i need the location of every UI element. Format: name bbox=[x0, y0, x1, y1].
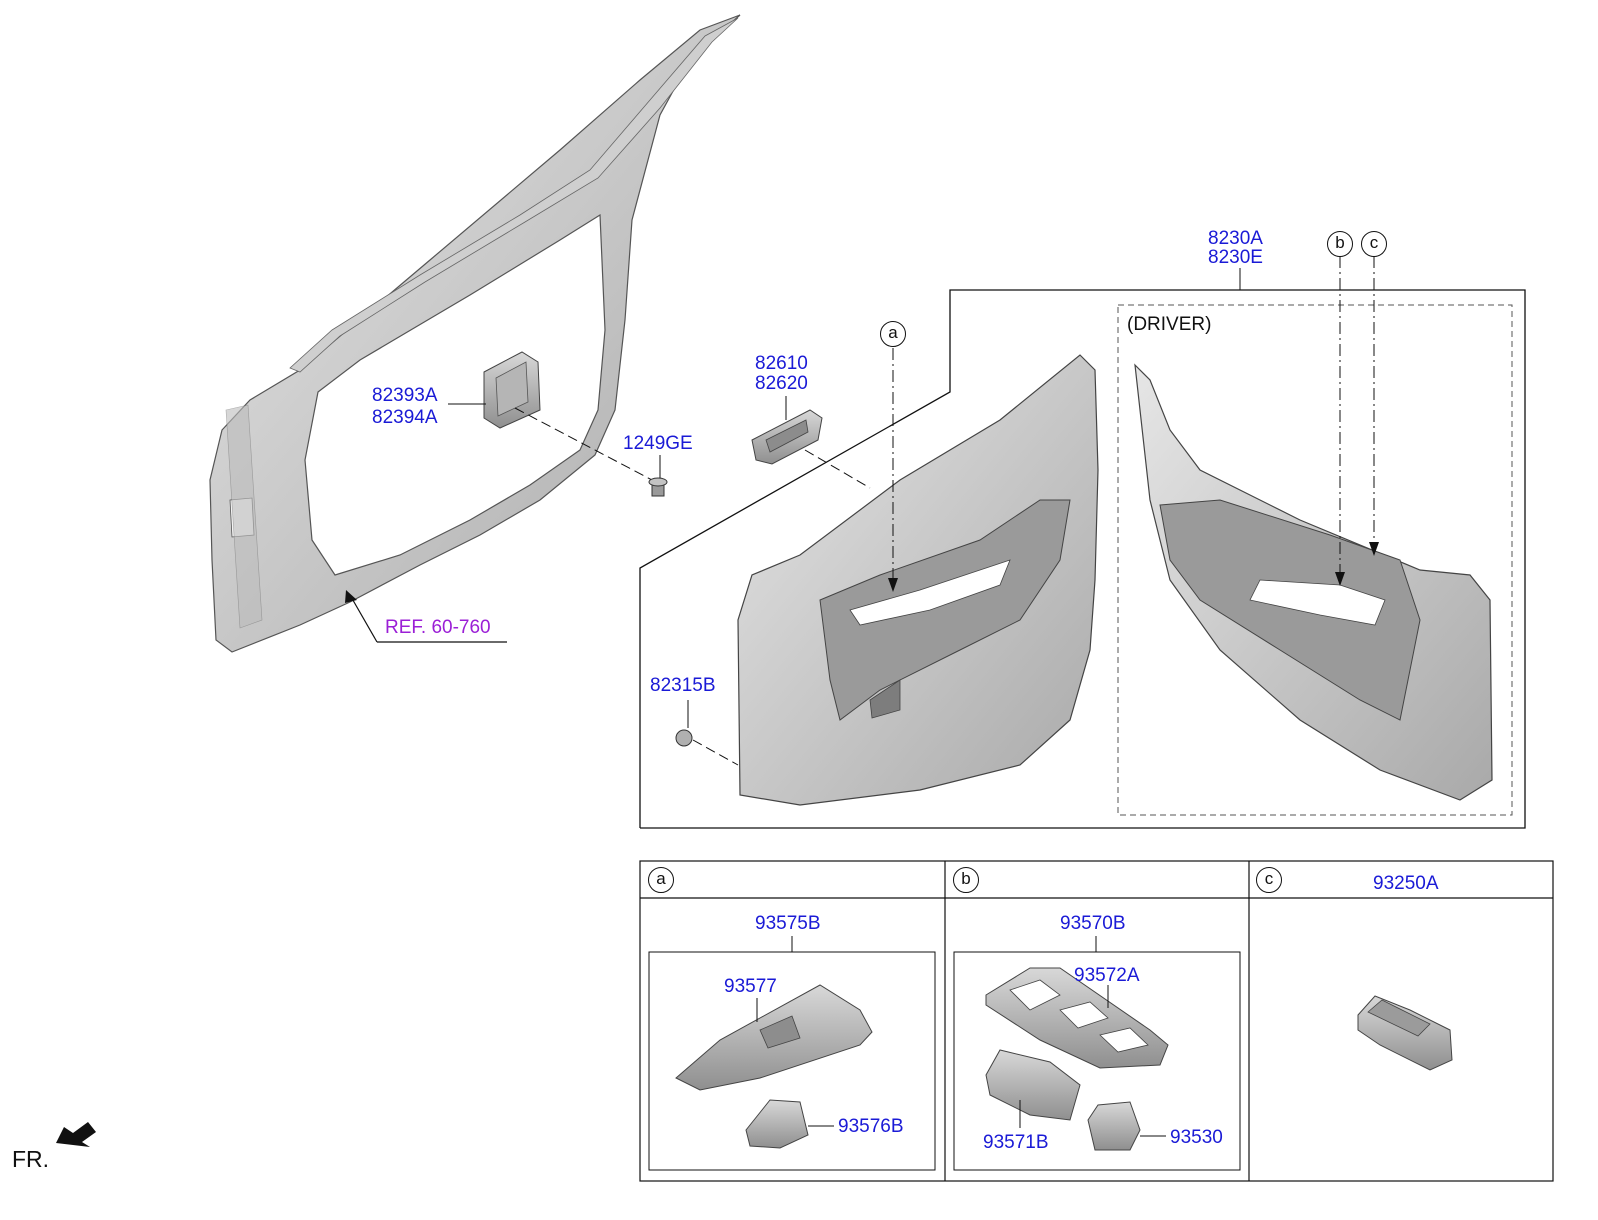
door-trim-panel bbox=[737, 354, 1099, 806]
callout-a: a bbox=[880, 321, 906, 347]
part-number-93575b[interactable]: 93575B bbox=[755, 913, 821, 934]
table-key-b: b bbox=[953, 867, 979, 893]
window-switch-panel-a bbox=[675, 984, 873, 1149]
part-number-93530[interactable]: 93530 bbox=[1170, 1127, 1223, 1148]
door-inner-panel bbox=[209, 14, 741, 653]
callout-b: b bbox=[1327, 231, 1353, 257]
door-trim-panel-driver bbox=[1134, 363, 1493, 801]
part-number-82610[interactable]: 82610 bbox=[755, 353, 808, 374]
part-number-93572a[interactable]: 93572A bbox=[1074, 965, 1140, 986]
part-number-82620[interactable]: 82620 bbox=[755, 373, 808, 394]
driver-label: (DRIVER) bbox=[1127, 314, 1212, 335]
inside-handle-part bbox=[751, 409, 823, 465]
part-number-93577[interactable]: 93577 bbox=[724, 976, 777, 997]
part-number-8230e[interactable]: 8230E bbox=[1208, 247, 1263, 268]
front-direction-arrow-icon bbox=[56, 1122, 96, 1147]
table-key-c: c bbox=[1256, 867, 1282, 893]
screw-part bbox=[648, 477, 668, 497]
callout-c: c bbox=[1361, 231, 1387, 257]
part-number-82393a[interactable]: 82393A bbox=[372, 385, 438, 406]
bracket-part bbox=[483, 351, 541, 429]
part-number-93250a[interactable]: 93250A bbox=[1373, 873, 1439, 894]
part-number-93571b[interactable]: 93571B bbox=[983, 1132, 1049, 1153]
part-number-82394a[interactable]: 82394A bbox=[372, 407, 438, 428]
front-direction-label: FR. bbox=[12, 1146, 50, 1172]
detail-table bbox=[639, 860, 1554, 1182]
window-switch-panel-b bbox=[985, 967, 1169, 1151]
part-number-8230a[interactable]: 8230A bbox=[1208, 228, 1263, 249]
part-number-1249ge[interactable]: 1249GE bbox=[623, 433, 693, 454]
switch-part-c bbox=[1357, 995, 1453, 1071]
part-number-82315b[interactable]: 82315B bbox=[650, 675, 716, 696]
clip-part bbox=[675, 729, 693, 747]
part-number-93576b[interactable]: 93576B bbox=[838, 1116, 904, 1137]
reference-link[interactable]: REF. 60-760 bbox=[385, 617, 491, 638]
part-number-93570b[interactable]: 93570B bbox=[1060, 913, 1126, 934]
table-key-a: a bbox=[648, 867, 674, 893]
